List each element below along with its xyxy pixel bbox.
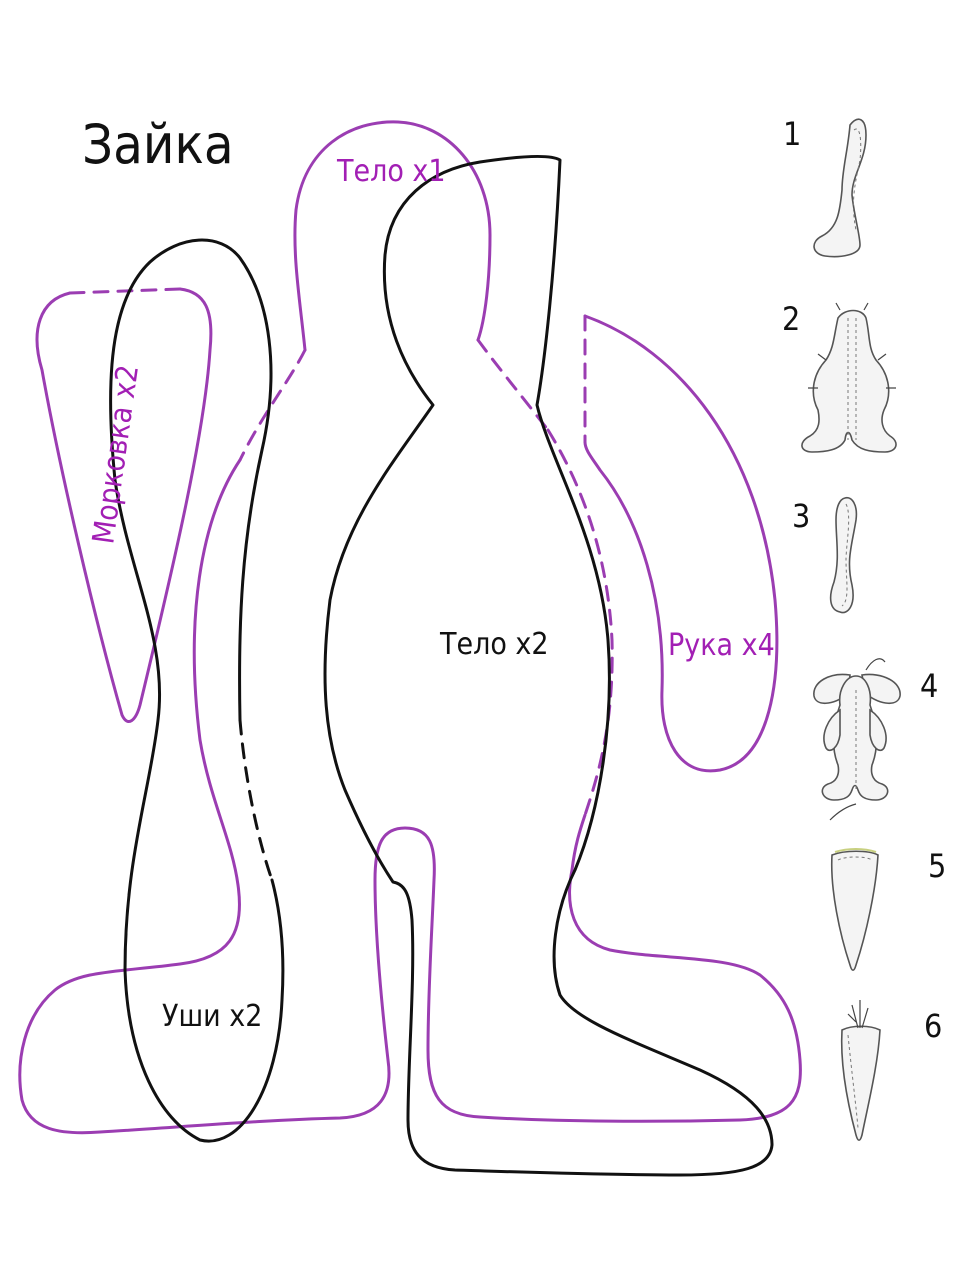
carrot-label: Морковка x2 [86,363,146,546]
step-6-illustration [840,1000,881,1142]
body-x2-label: Тело x2 [439,627,549,662]
step-number-6: 6 [924,1007,942,1045]
arm-pattern-piece [583,314,779,773]
body-x2-pattern-piece [323,154,774,1177]
body-x1-label: Тело x1 [336,154,446,189]
step-5-illustration [830,848,879,972]
step-3-illustration [829,496,858,614]
step-number-4: 4 [920,667,938,705]
step-number-2: 2 [782,300,800,338]
ear-pattern-piece [109,238,285,1143]
arm-label: Рука x4 [668,628,775,663]
ears-label: Уши x2 [162,999,262,1034]
step-number-5: 5 [928,847,946,885]
step-1-illustration [813,118,867,258]
pattern-title: Зайка [82,113,234,176]
step-number-3: 3 [792,497,810,535]
step-2-illustration [801,302,897,453]
step-number-1: 1 [783,115,801,153]
step-4-illustration [813,658,901,821]
carrot-pattern-piece [35,287,213,723]
